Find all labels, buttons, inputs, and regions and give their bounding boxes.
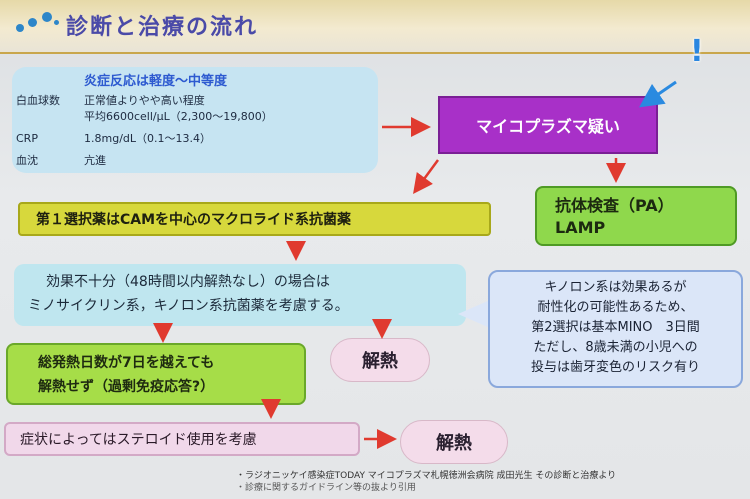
antibody-test-box: 抗体検査（PA） LAMP bbox=[535, 186, 737, 246]
page-title: 診断と治療の流れ bbox=[66, 15, 259, 40]
first-line-drug-label: 第１選択薬はCAMを中心のマクロライド系抗菌薬 bbox=[36, 212, 352, 228]
slide-header: 診断と治療の流れ bbox=[0, 0, 750, 54]
lab-row-wbc: 白血球数正常値よりやや高い程度 bbox=[16, 94, 205, 107]
insufficient-line1: 効果不十分（48時間以内解熱なし）の場合は bbox=[46, 274, 330, 290]
footer-references: ・ラジオニッケイ感染症TODAY マイコプラズマ札幌徳洲会病院 成田光生 その診… bbox=[236, 470, 616, 494]
pointer-arrow bbox=[639, 80, 677, 108]
defervescence-badge: 解熱 bbox=[330, 338, 430, 382]
lab-findings-heading: 炎症反応は軽度〜中等度 bbox=[84, 74, 228, 89]
steroid-label: 症状によってはステロイド使用を考慮 bbox=[20, 432, 257, 448]
quinolone-line: 第2選択は基本MINO 3日間 bbox=[531, 320, 700, 335]
antibody-line1: 抗体検査（PA） bbox=[555, 196, 674, 215]
prolonged-fever-box: 総発熱日数が7日を越えても 解熱せず（過剰免疫応答?） bbox=[6, 343, 306, 405]
lab-findings-box: 炎症反応は軽度〜中等度 白血球数正常値よりやや高い程度 平均6600cell/μ… bbox=[12, 67, 378, 173]
fever-line2: 解熱せず（過剰免疫応答?） bbox=[38, 379, 215, 395]
lab-row-wbc-avg: 平均6600cell/μL（2,300〜19,800） bbox=[84, 110, 273, 123]
quinolone-note-callout: キノロン系は効果あるが 耐性化の可能性あるため、 第2選択は基本MINO 3日間… bbox=[488, 270, 743, 388]
defervescence-label: 解熱 bbox=[362, 351, 398, 372]
insufficient-effect-box: 効果不十分（48時間以内解熱なし）の場合は ミノサイクリン系，キノロン系抗菌薬を… bbox=[14, 264, 466, 326]
footer-line2: ・診療に関するガイドライン等の抜より引用 bbox=[236, 483, 416, 493]
antibody-line2: LAMP bbox=[555, 218, 606, 237]
quinolone-line: キノロン系は効果あるが bbox=[544, 280, 687, 295]
fever-line1: 総発熱日数が7日を越えても bbox=[38, 355, 215, 371]
quinolone-line: 投与は歯牙変色のリスク有り bbox=[530, 360, 700, 375]
quinolone-line: 耐性化の可能性あるため、 bbox=[537, 300, 694, 315]
insufficient-line2: ミノサイクリン系，キノロン系抗菌薬を考慮する。 bbox=[28, 298, 349, 314]
defervescence-label: 解熱 bbox=[436, 433, 472, 454]
lab-row-esr: 血沈亢進 bbox=[16, 154, 106, 167]
defervescence-badge: 解熱 bbox=[400, 420, 508, 464]
first-line-drug-box: 第１選択薬はCAMを中心のマクロライド系抗菌薬 bbox=[18, 202, 491, 236]
mycoplasma-label: マイコプラズマ疑い bbox=[476, 117, 620, 136]
mycoplasma-suspected-box: マイコプラズマ疑い bbox=[438, 96, 658, 154]
exclamation-icon: ! bbox=[690, 34, 704, 69]
quinolone-line: ただし、8歳未満の小児への bbox=[533, 340, 698, 355]
footer-line1: ・ラジオニッケイ感染症TODAY マイコプラズマ札幌徳洲会病院 成田光生 その診… bbox=[236, 471, 617, 481]
logo-dots-icon bbox=[12, 6, 62, 42]
steroid-box: 症状によってはステロイド使用を考慮 bbox=[4, 422, 360, 456]
arrow-mycoplasma-to-drug bbox=[413, 159, 440, 195]
callout-tail bbox=[458, 300, 490, 328]
